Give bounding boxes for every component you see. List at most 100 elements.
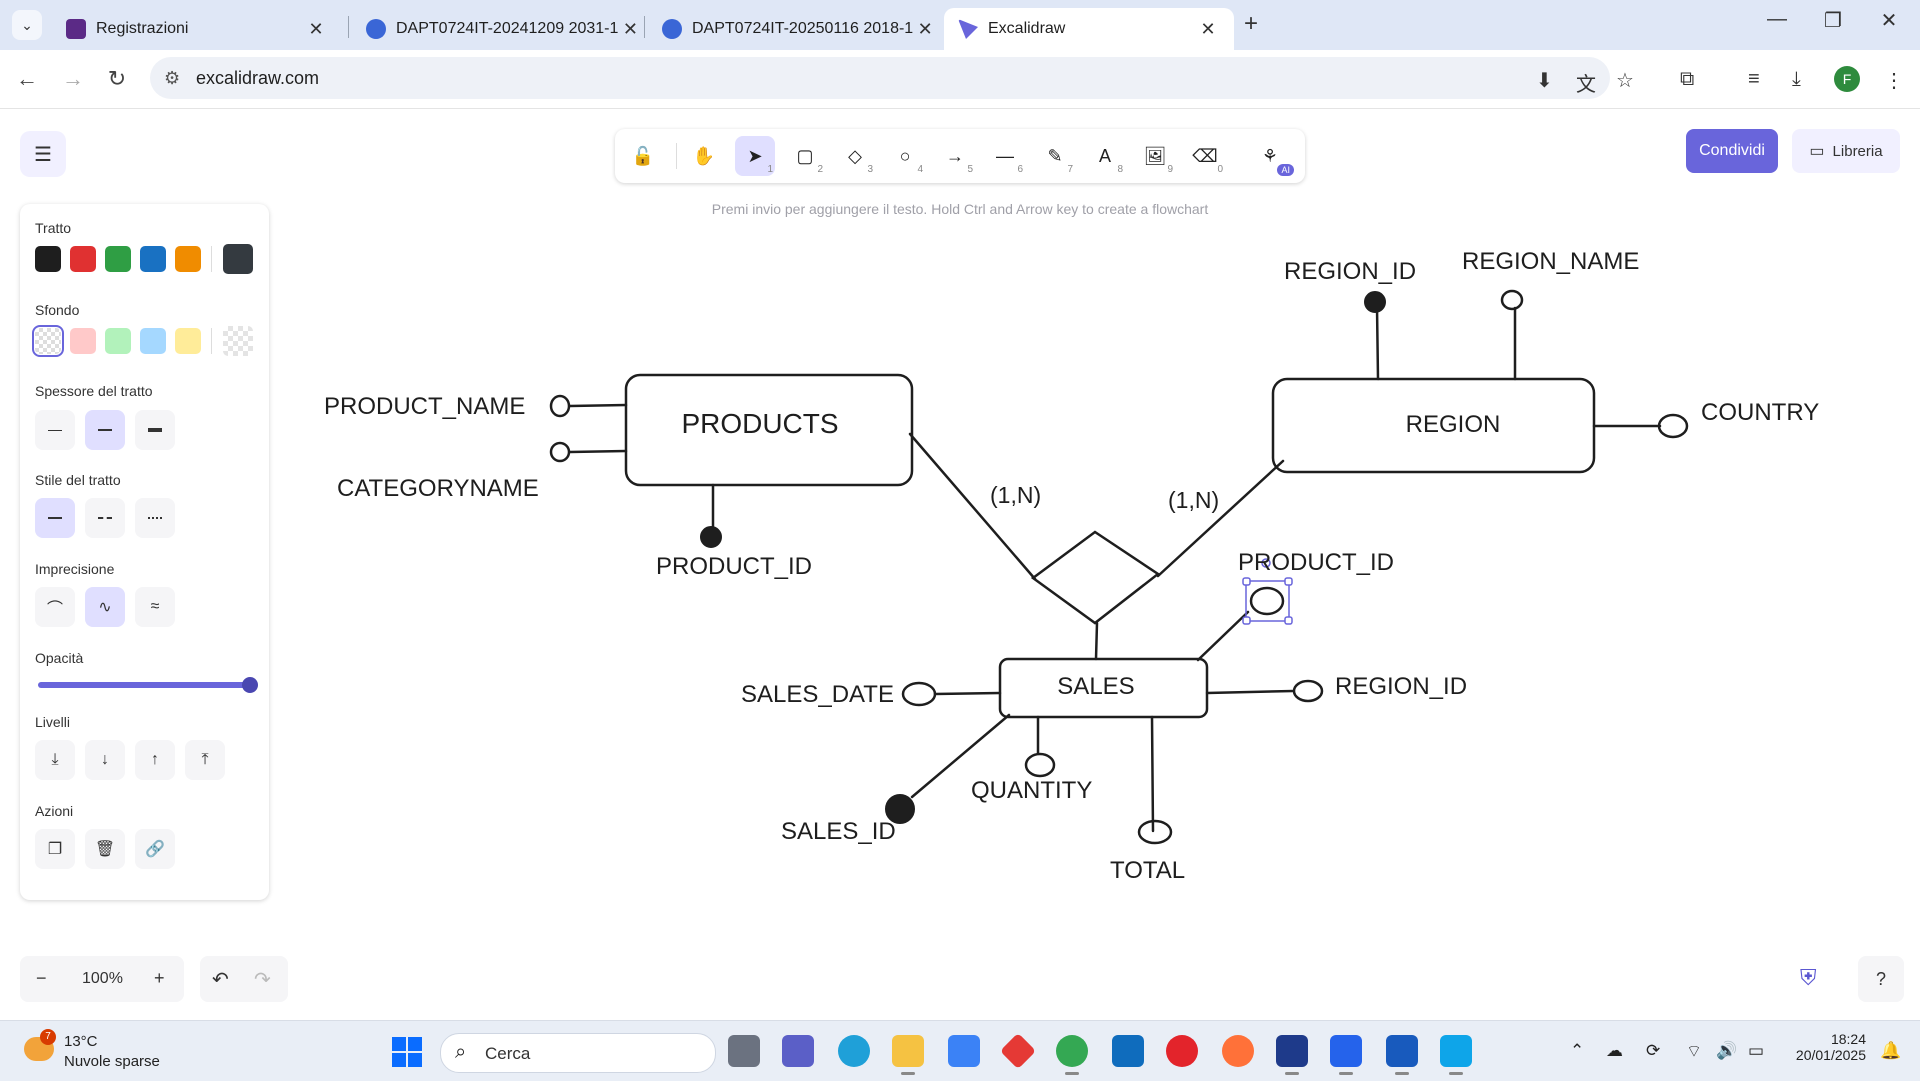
total-label[interactable]: TOTAL	[1110, 857, 1185, 884]
notifications-bell-icon[interactable]: 🔔	[1880, 1041, 1902, 1060]
sales-entity-label[interactable]: SALES	[1057, 673, 1134, 700]
country-attribute-circle[interactable]	[1657, 413, 1689, 439]
region-id-key-circle[interactable]	[1364, 291, 1386, 313]
stroke-width-thin-button[interactable]	[35, 410, 75, 450]
stroke-current-color[interactable]	[223, 244, 253, 274]
show-hidden-icons-icon[interactable]: ⌃	[1570, 1041, 1585, 1060]
start-button[interactable]	[392, 1037, 422, 1067]
media-controls-icon[interactable]: ≡	[1748, 68, 1760, 90]
send-to-back-button[interactable]: ⤓	[35, 740, 75, 780]
translate-icon[interactable]: 文	[1576, 74, 1596, 96]
new-tab-button[interactable]: +	[1244, 10, 1259, 37]
rotate-handle[interactable]	[1261, 558, 1271, 568]
stroke-width-bold-button[interactable]	[85, 410, 125, 450]
tab-dapt-20241209[interactable]: DAPT0724IT-20241209 2031-1 ✕	[352, 8, 642, 50]
forward-arrow-icon[interactable]: →	[62, 66, 84, 91]
quantity-attribute-circle[interactable]	[1024, 752, 1056, 778]
sales-entity-box[interactable]	[998, 657, 1209, 719]
tab-registrazioni[interactable]: Registrazioni ✕	[52, 8, 342, 50]
categoryname-label[interactable]: CATEGORYNAME	[337, 475, 539, 502]
sloppiness-artist-button[interactable]: ∿	[85, 587, 125, 627]
delete-button[interactable]: 🗑	[85, 829, 125, 869]
excalidraw-canvas[interactable]: PRODUCTS REGION SALES (1,N) (1,N) PRODUC…	[0, 109, 1920, 1019]
extensions-icon[interactable]: ⧉	[1680, 68, 1695, 90]
minimize-icon[interactable]: —	[1767, 8, 1787, 30]
background-swatch-green[interactable]	[105, 328, 131, 354]
background-swatch-blue[interactable]	[140, 328, 166, 354]
undo-button[interactable]: ↶	[212, 969, 229, 991]
notepad-icon[interactable]	[1330, 1035, 1362, 1075]
region-relationship-line[interactable]	[1156, 459, 1285, 578]
stroke-style-solid-button[interactable]	[35, 498, 75, 538]
sales-date-label[interactable]: SALES_DATE	[741, 681, 894, 708]
background-swatch-transparent[interactable]	[32, 325, 64, 357]
region-cardinality-label[interactable]: (1,N)	[1168, 487, 1219, 513]
categoryname-attribute-circle[interactable]	[549, 441, 571, 463]
region-id-label[interactable]: REGION_ID	[1284, 258, 1416, 285]
stroke-swatch-blue[interactable]	[140, 246, 166, 272]
install-app-icon[interactable]: ⬇	[1536, 70, 1553, 92]
chrome-icon[interactable]	[1056, 1035, 1088, 1075]
er-diagram[interactable]: PRODUCTS REGION SALES (1,N) (1,N) PRODUC…	[0, 109, 1920, 1019]
stroke-width-extra-bold-button[interactable]	[135, 410, 175, 450]
region-name-attribute-circle[interactable]	[1500, 289, 1524, 311]
bring-forward-button[interactable]: ↑	[135, 740, 175, 780]
opacity-slider-thumb[interactable]	[242, 677, 258, 693]
sales-region-id-connector[interactable]	[1205, 689, 1295, 695]
sales-date-connector[interactable]	[933, 691, 1002, 696]
selection-box[interactable]	[1242, 558, 1293, 625]
country-label[interactable]: COUNTRY	[1701, 399, 1819, 426]
sloppiness-cartoonist-button[interactable]: ≈	[135, 587, 175, 627]
sales-product-id-attribute-circle[interactable]	[1249, 586, 1285, 616]
stroke-swatch-orange[interactable]	[175, 246, 201, 272]
sales-region-id-attribute-circle[interactable]	[1292, 679, 1324, 703]
hand-tool-icon[interactable]: ✋	[684, 136, 724, 176]
send-backward-button[interactable]: ↓	[85, 740, 125, 780]
share-button[interactable]: Condividi	[1686, 129, 1778, 173]
volume-icon[interactable]: 🔊	[1716, 1041, 1738, 1060]
help-button[interactable]: ?	[1858, 956, 1904, 1002]
task-view-icon[interactable]	[728, 1035, 760, 1067]
bring-to-front-button[interactable]: ⤒	[185, 740, 225, 780]
microsoft-store-icon[interactable]	[948, 1035, 980, 1067]
stroke-style-dashed-button[interactable]	[85, 498, 125, 538]
sales-id-label[interactable]: SALES_ID	[781, 818, 896, 845]
selection-tool-icon[interactable]: ➤1	[735, 136, 775, 176]
stroke-swatch-black[interactable]	[35, 246, 61, 272]
products-entity-box[interactable]	[624, 373, 914, 487]
diamond-tool-icon[interactable]: ◇3	[835, 136, 875, 176]
product-id-key-circle[interactable]	[700, 526, 722, 548]
back-arrow-icon[interactable]: ←	[16, 66, 38, 91]
sync-icon[interactable]: ⟳	[1646, 1041, 1661, 1060]
link-button[interactable]: 🔗	[135, 829, 175, 869]
arrow-tool-icon[interactable]: →5	[935, 136, 975, 176]
resize-handle[interactable]	[1242, 577, 1251, 586]
line-tool-icon[interactable]: —6	[985, 136, 1025, 176]
tab-excalidraw[interactable]: Excalidraw ✕	[944, 8, 1234, 50]
relationship-diamond[interactable]	[1030, 530, 1161, 625]
resize-handle[interactable]	[1284, 616, 1293, 625]
ellipse-tool-icon[interactable]: ○4	[885, 136, 925, 176]
resize-handle[interactable]	[1284, 577, 1293, 586]
file-explorer-icon[interactable]	[892, 1035, 924, 1075]
downloads-icon[interactable]: ⤓	[1792, 68, 1801, 90]
restore-icon[interactable]: ❐	[1824, 10, 1842, 32]
browser-menu-icon[interactable]: ⋮	[1884, 70, 1904, 92]
background-swatch-pink[interactable]	[70, 328, 96, 354]
edge-icon[interactable]	[838, 1035, 870, 1067]
tab-dapt-20250116[interactable]: DAPT0724IT-20250116 2018-1 ✕	[648, 8, 938, 50]
tab-close-icon[interactable]: ✕	[622, 18, 638, 39]
sales-product-id-connector[interactable]	[1196, 610, 1250, 662]
zoom-level[interactable]: 100%	[82, 970, 123, 987]
sloppiness-architect-button[interactable]: ⌒	[35, 587, 75, 627]
lock-icon[interactable]: 🔓	[623, 136, 663, 176]
anydesk-icon[interactable]	[999, 1032, 1037, 1070]
more-tools-icon[interactable]: ⚘AI	[1250, 136, 1294, 176]
taskbar-search[interactable]: ⌕ Cerca	[440, 1033, 716, 1073]
word-icon[interactable]	[1386, 1035, 1418, 1075]
wifi-icon[interactable]: ⌔	[1686, 1042, 1702, 1061]
tab-close-icon[interactable]: ✕	[917, 18, 933, 39]
site-info-icon[interactable]: ⚙	[164, 68, 181, 88]
opacity-slider[interactable]	[38, 677, 258, 693]
